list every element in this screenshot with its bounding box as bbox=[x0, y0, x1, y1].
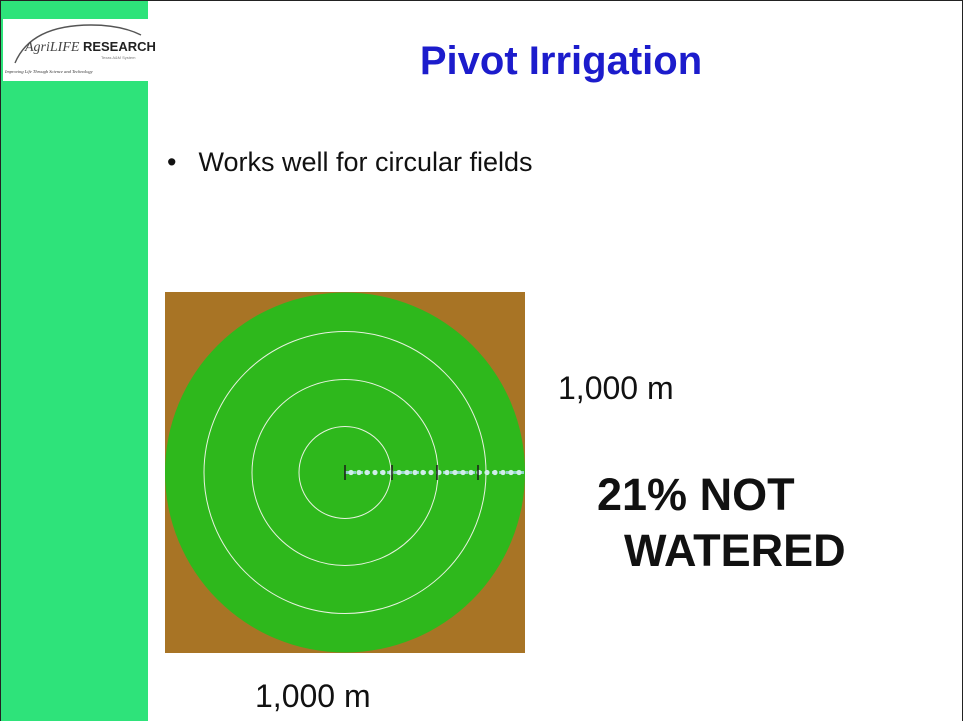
bottom-length-label: 1,000 m bbox=[255, 678, 371, 714]
side-length-label: 1,000 m bbox=[558, 370, 674, 406]
agrilife-logo: AgriLIFE RESEARCH Texas A&M System Impro… bbox=[3, 19, 156, 81]
logo-brand-bold: RESEARCH bbox=[82, 39, 156, 54]
stat-line-2: WATERED bbox=[624, 525, 846, 576]
logo-brand-italic: AgriLIFE bbox=[25, 40, 80, 55]
pivot-field-diagram bbox=[165, 292, 525, 653]
bullet-text: Works well for circular fields bbox=[198, 147, 533, 177]
left-color-band bbox=[1, 1, 148, 721]
logo-wordmark: AgriLIFE RESEARCH bbox=[25, 39, 156, 56]
logo-system: Texas A&M System bbox=[101, 55, 136, 60]
bullet-marker: • bbox=[167, 147, 177, 177]
logo-tagline: Improving Life Through Science and Techn… bbox=[5, 69, 93, 74]
slide-title: Pivot Irrigation bbox=[419, 39, 703, 83]
bullet-point: • Works well for circular fields bbox=[167, 147, 533, 178]
pivot-arm bbox=[344, 465, 525, 480]
not-watered-stat: 21% NOT WATERED bbox=[571, 467, 891, 579]
logo-swoosh-icon bbox=[14, 24, 142, 64]
stat-line-1: 21% NOT bbox=[597, 469, 795, 520]
